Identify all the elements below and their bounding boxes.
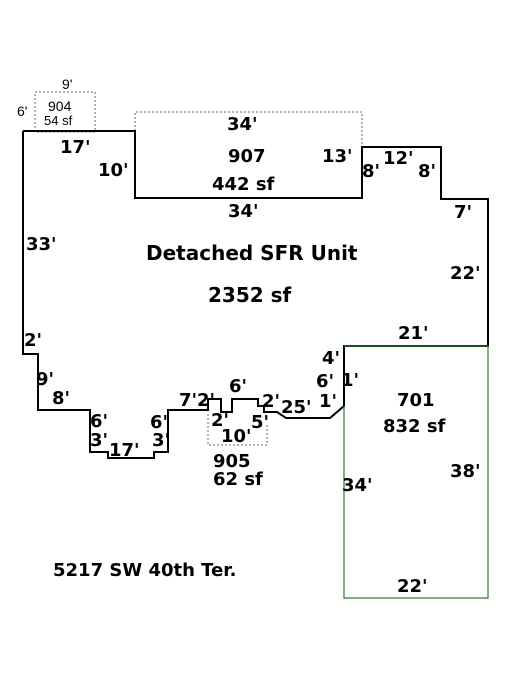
dim-13: 13' [322, 146, 353, 167]
dim-1-b: 1' [341, 370, 359, 391]
dim-7: 7' [454, 202, 472, 223]
dim-22-right: 22' [450, 263, 481, 284]
dim-904-side: 6' [17, 103, 27, 119]
dim-25: 25' [281, 397, 312, 418]
dim-2-left: 2' [24, 330, 42, 351]
dim-2-b: 2' [211, 410, 229, 431]
dim-22-bottom: 22' [397, 576, 428, 597]
room-905-area: 62 sf [213, 469, 263, 490]
dim-8-a: 8' [362, 161, 380, 182]
dim-6-a: 6' [90, 411, 108, 432]
dim-8-lower: 8' [52, 388, 70, 409]
room-907-area: 442 sf [212, 174, 275, 195]
room-905-id: 905 [213, 451, 251, 472]
dim-2-c: 2' [262, 391, 280, 412]
dim-10-bottom: 10' [221, 426, 252, 447]
dim-7-2: 7'2' [179, 390, 215, 411]
dim-4: 4' [322, 348, 340, 369]
dim-34-mid: 34' [228, 201, 259, 222]
main-unit-outline [22, 130, 489, 459]
dim-6-b: 6' [150, 412, 168, 433]
dim-904-top: 9' [62, 76, 72, 92]
main-unit-area: 2352 sf [208, 283, 292, 307]
room-701-area: 832 sf [383, 416, 446, 437]
dim-12: 12' [383, 148, 414, 169]
dim-1-a: 1' [319, 391, 337, 412]
room-904-area: 54 sf [44, 113, 73, 128]
dim-10-left: 10' [98, 160, 129, 181]
dim-5: 5' [251, 412, 269, 433]
dim-21: 21' [398, 323, 429, 344]
dim-3-a: 3' [90, 430, 108, 451]
dim-9: 9' [36, 369, 54, 390]
dim-38: 38' [450, 461, 481, 482]
room-907-id: 907 [228, 146, 266, 167]
main-unit-title: Detached SFR Unit [146, 241, 358, 265]
dim-8-b: 8' [418, 161, 436, 182]
room-905-outline [207, 414, 268, 446]
dim-17-bottom: 17' [109, 440, 140, 461]
dim-6-c: 6' [316, 371, 334, 392]
dim-6-top: 6' [229, 376, 247, 397]
room-907-dotted-outline [134, 111, 363, 147]
dim-34-701: 34' [342, 475, 373, 496]
dim-17-top: 17' [60, 137, 91, 158]
room-904-id: 904 [48, 98, 72, 114]
dim-33: 33' [26, 234, 57, 255]
room-701-outline [343, 345, 489, 599]
dim-34-top: 34' [227, 114, 258, 135]
address-label: 5217 SW 40th Ter. [53, 560, 236, 581]
dim-3-b: 3' [152, 430, 170, 451]
room-701-id: 701 [397, 390, 435, 411]
